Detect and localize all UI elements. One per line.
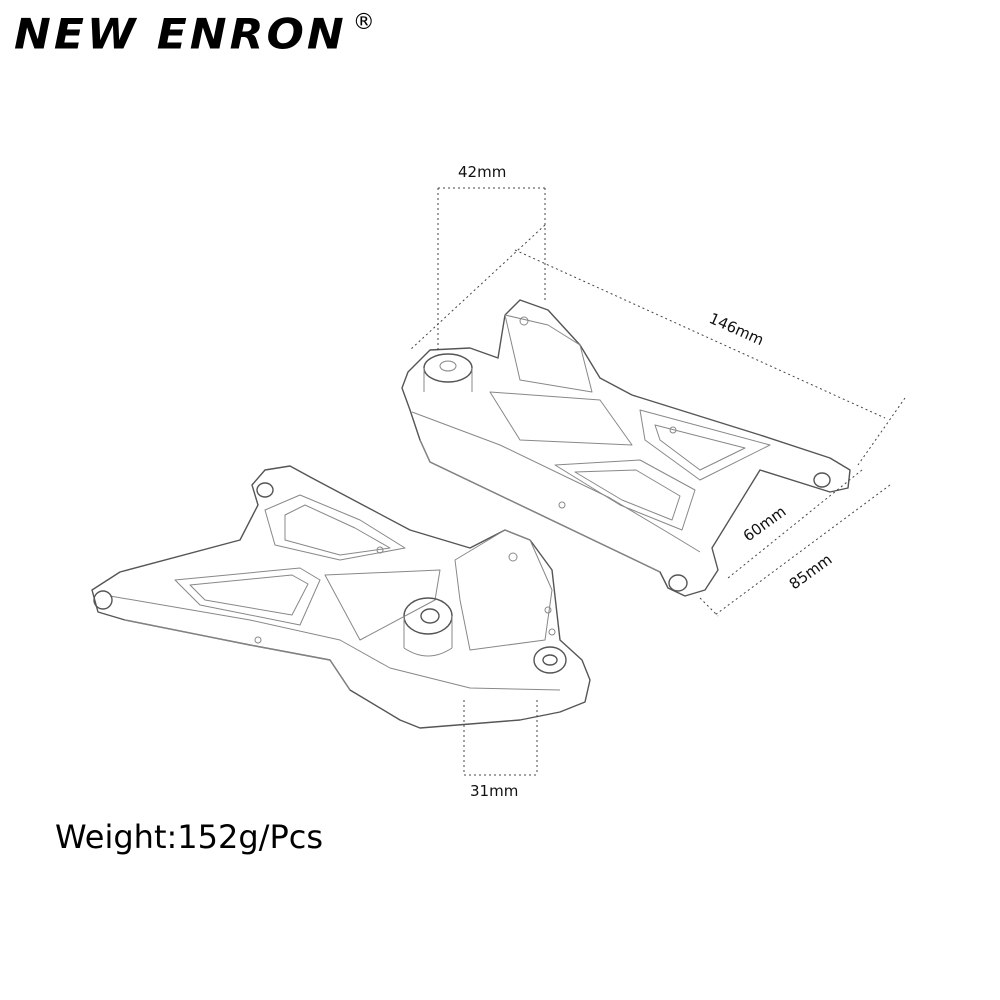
dimension-inner-width: 60mm	[740, 502, 790, 545]
upper-suspension-arm	[401, 299, 851, 597]
dimension-length: 146mm	[706, 309, 766, 349]
weight-spec: Weight:152g/Pcs	[55, 818, 323, 856]
brand-name: NEW ENRON	[14, 10, 347, 59]
brand-logo: NEW ENRON ®	[14, 10, 375, 60]
dimension-bottom-width: 31mm	[470, 782, 518, 800]
dimension-top-width: 42mm	[458, 163, 506, 181]
dimension-lines	[409, 187, 906, 776]
registered-mark: ®	[352, 10, 375, 35]
lower-suspension-arm	[91, 465, 591, 729]
